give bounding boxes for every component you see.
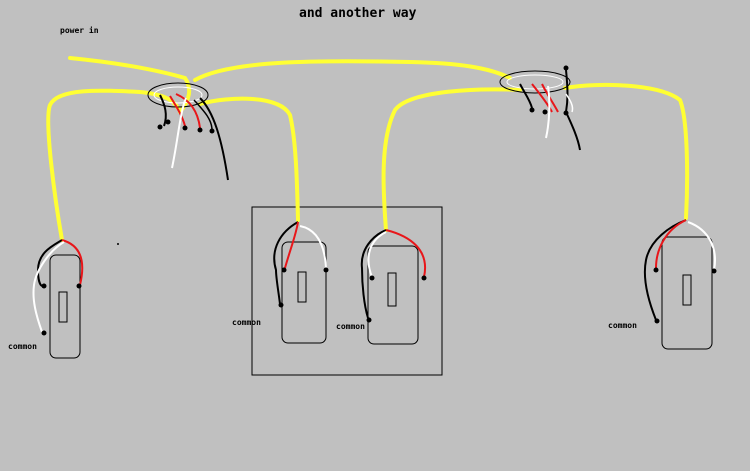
stray-dot [117, 243, 119, 245]
left-switch-hot-wire [46, 88, 180, 242]
far-right-hot-wire [563, 82, 690, 220]
power-in-label: power in [60, 26, 99, 35]
middle-switch-hot-wire [198, 96, 300, 222]
common-label-1: common [8, 342, 37, 351]
common-label-4: common [608, 321, 637, 330]
junction-box-1 [147, 82, 229, 181]
diagram-title: and another way [299, 6, 417, 21]
switch-2 [273, 221, 329, 344]
common-label-2: common [232, 318, 261, 327]
junction-box-2 [499, 65, 581, 151]
switch-4 [644, 219, 717, 350]
right-box-to-switch-wire [381, 87, 522, 232]
common-label-3: common [336, 322, 365, 331]
yellow-wires [46, 56, 690, 242]
switch-3 [360, 229, 427, 345]
power-in-wire [68, 56, 192, 114]
switch-1 [32, 239, 84, 359]
upper-link-wire [193, 59, 512, 82]
double-gang-box [251, 206, 443, 376]
